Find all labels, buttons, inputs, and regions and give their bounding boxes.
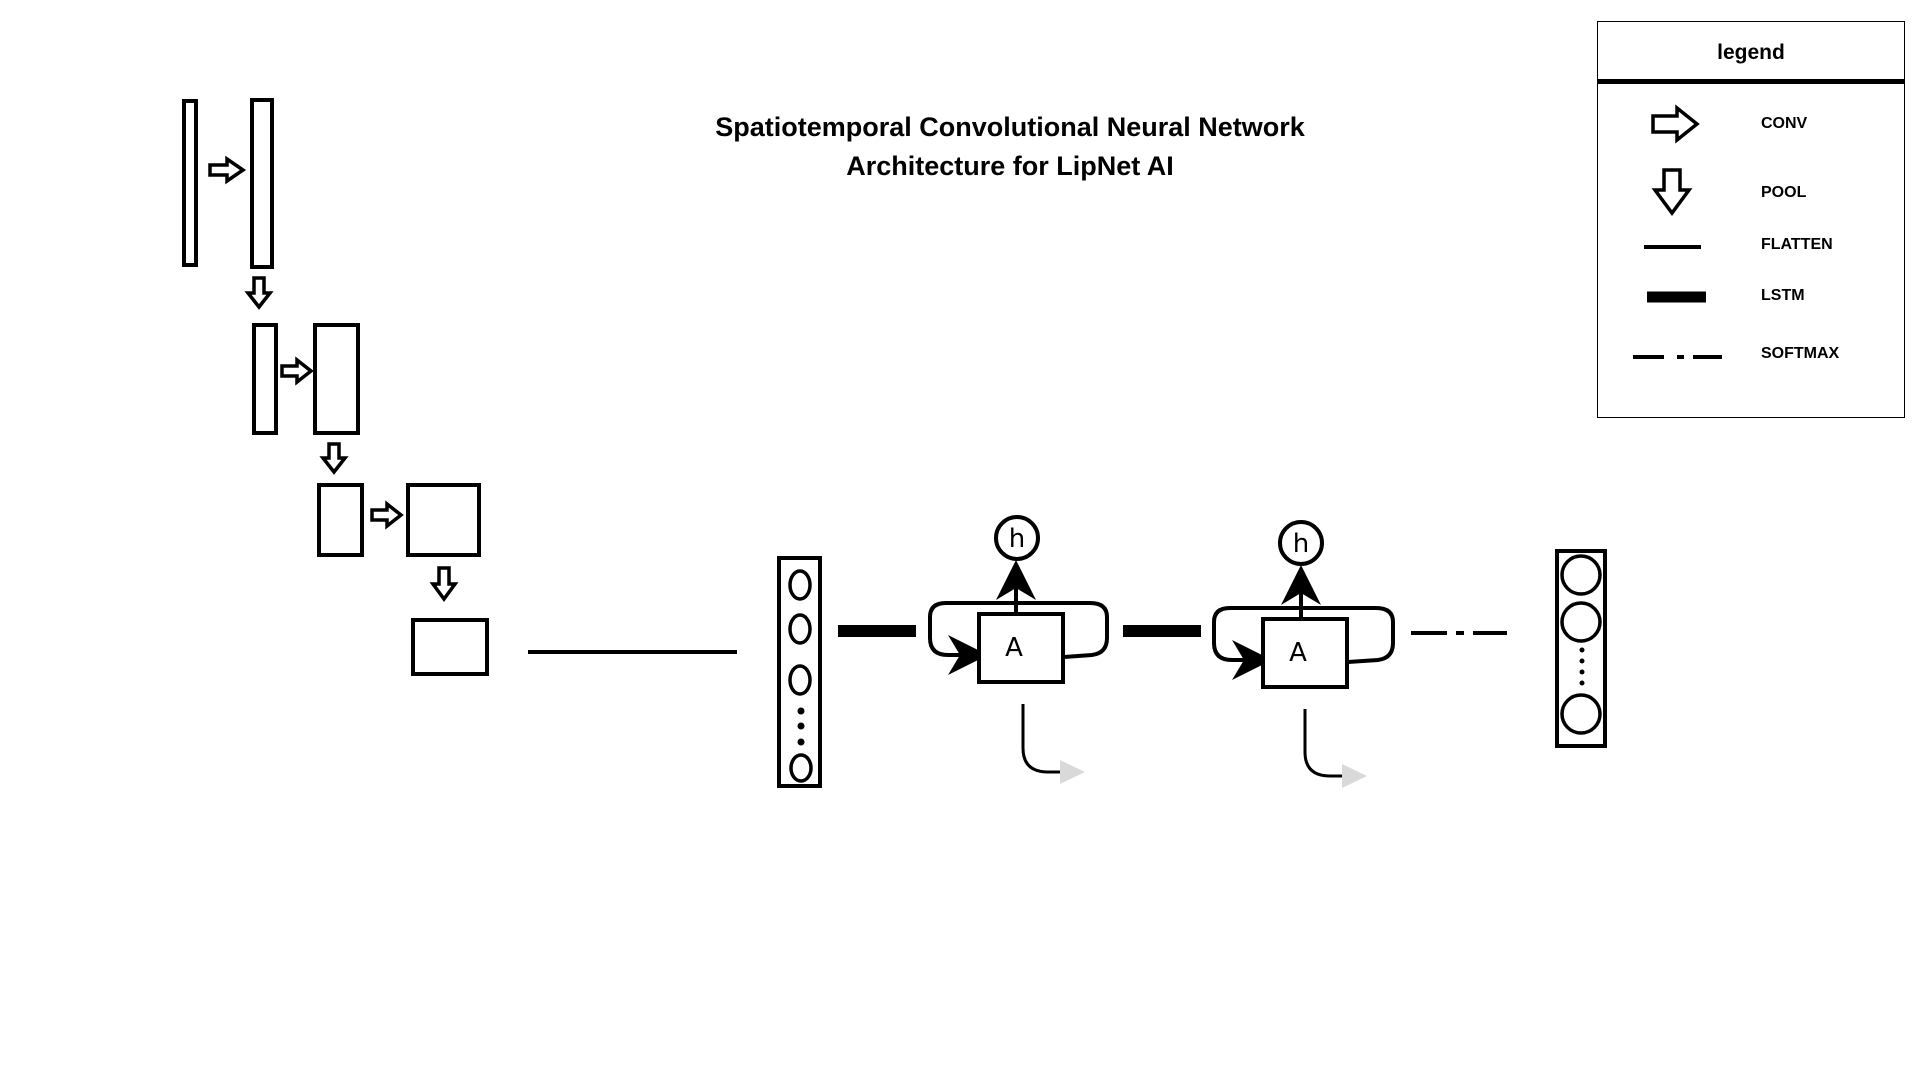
vector-node	[788, 613, 812, 645]
vector-container	[777, 556, 822, 788]
output-node	[1560, 554, 1602, 596]
lstm-cell-box	[977, 612, 1065, 684]
legend-label-lstm: LSTM	[1761, 287, 1805, 304]
hidden-state-node	[994, 515, 1040, 561]
conv-arrow-icon	[208, 155, 247, 185]
lstm-cell-2: A h	[1212, 520, 1395, 788]
vector-node	[788, 664, 812, 696]
output-node	[1560, 693, 1602, 735]
legend-label-pool: POOL	[1761, 184, 1807, 201]
conv-arrow-icon	[370, 500, 404, 530]
title-line-1: Spatiotemporal Convolutional Neural Netw…	[715, 112, 1305, 142]
legend-label-conv: CONV	[1761, 115, 1808, 132]
output-node	[1560, 601, 1602, 643]
lstm-cell-1: A h	[928, 515, 1109, 784]
lstm-cell-box	[1261, 617, 1349, 689]
legend: legend CONV POOL FLATTEN LSTM SOFTMAX	[1597, 21, 1905, 418]
vector-node	[789, 753, 813, 783]
sequence-output-arrow	[1303, 709, 1342, 778]
feature-map-1a	[182, 99, 198, 267]
lstm-cell-label: A	[1289, 638, 1307, 668]
sequence-output-arrow	[1021, 704, 1060, 774]
hidden-state-label: h	[1293, 529, 1309, 559]
pool-arrow-icon	[429, 566, 459, 602]
pooled-feature-map	[411, 618, 489, 676]
pool-arrow-icon	[244, 276, 274, 310]
legend-symbols	[1633, 104, 1722, 359]
pool-arrow-icon	[319, 442, 349, 475]
output-container	[1555, 549, 1607, 748]
title-line-2: Architecture for LipNet AI	[846, 151, 1174, 181]
conv-block-2	[252, 323, 360, 435]
sequence-output-arrowhead-icon	[1060, 760, 1085, 784]
vector-node	[788, 569, 812, 601]
conv-block-3	[317, 483, 481, 557]
conv-block-1	[182, 98, 274, 269]
feature-map-3a	[317, 483, 364, 557]
conv-arrow-icon	[280, 356, 314, 386]
feature-map-1b	[250, 98, 274, 269]
feature-map-2a	[252, 323, 278, 435]
vector-ellipsis-dots	[797, 707, 805, 746]
hidden-state-label: h	[1009, 524, 1025, 554]
lstm-cell-label: A	[1005, 633, 1023, 663]
legend-label-flatten: FLATTEN	[1761, 236, 1833, 253]
hidden-state-node	[1278, 520, 1324, 566]
output-layer	[1555, 549, 1607, 748]
legend-label-softmax: SOFTMAX	[1761, 345, 1840, 362]
sequence-output-arrowhead-icon	[1342, 764, 1367, 788]
feature-map-3b	[406, 483, 481, 557]
feature-map-2b	[313, 323, 360, 435]
output-ellipsis-dots	[1579, 647, 1585, 686]
legend-title: legend	[1598, 22, 1904, 84]
flattened-vector	[777, 556, 822, 788]
pool-legend-arrow-icon	[1651, 168, 1693, 216]
diagram-title: Spatiotemporal Convolutional Neural Netw…	[530, 108, 1490, 186]
conv-legend-arrow-icon	[1651, 104, 1700, 144]
